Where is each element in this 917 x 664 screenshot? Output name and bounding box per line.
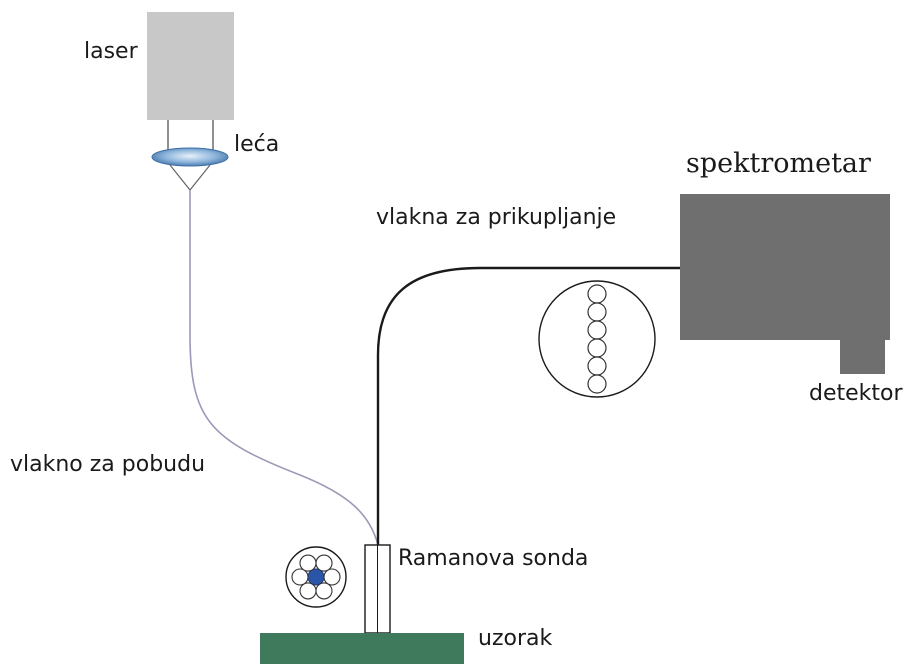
- collection-ring-fiber: [315, 554, 333, 572]
- sample-label: uzorak: [478, 626, 552, 651]
- collection-ring-fiber: [315, 582, 333, 600]
- collection-fibers-label: vlakna za prikupljanje: [376, 205, 616, 230]
- lens-label: leća: [234, 132, 279, 157]
- sample-block: [260, 633, 464, 664]
- excitation-fiber-label: vlakno za pobudu: [10, 452, 205, 477]
- collection-ring-fiber: [299, 554, 317, 572]
- probe-bundle-cross-section: [285, 546, 347, 608]
- collection-ring-fiber: [291, 568, 309, 586]
- lens: [151, 147, 229, 167]
- spectrometer-label: spektrometar: [686, 148, 871, 179]
- fiber-core-circle: [587, 356, 607, 376]
- collection-fiber-cross-section: [538, 280, 656, 398]
- fiber-core-circle: [587, 338, 607, 358]
- fiber-core-circle: [587, 320, 607, 340]
- excitation-fiber: [189, 190, 379, 546]
- detector-box: [840, 340, 885, 374]
- excitation-core-fiber: [307, 568, 325, 586]
- laser-box: [147, 12, 234, 120]
- spectrometer-box: [680, 194, 890, 340]
- raman-probe-label: Ramanova sonda: [398, 546, 588, 571]
- detector-label: detektor: [809, 381, 903, 406]
- laser-label: laser: [84, 39, 139, 64]
- collection-fiber: [376, 266, 680, 545]
- collection-ring-fiber: [299, 582, 317, 600]
- collection-ring-fiber: [323, 568, 341, 586]
- fiber-core-circle: [587, 284, 607, 304]
- fiber-core-circle: [587, 374, 607, 394]
- focus-cone: [169, 164, 211, 191]
- fiber-core-circle: [587, 302, 607, 322]
